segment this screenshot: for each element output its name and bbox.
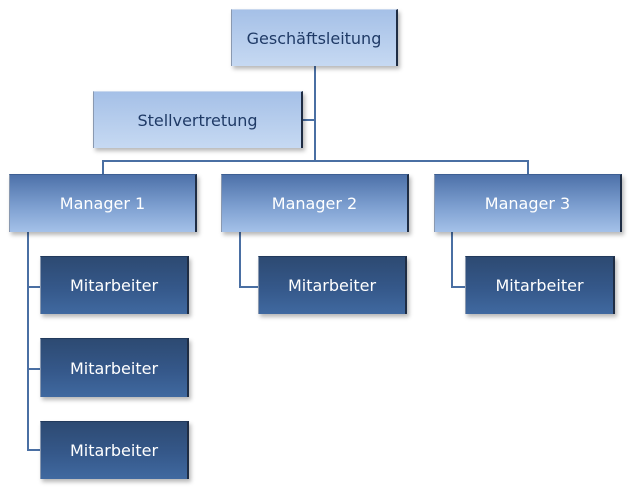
node-manager-2[interactable]: Manager 2 (221, 174, 409, 232)
connector-manager-3-employee-1 (451, 286, 465, 288)
node-label: Geschäftsleitung (246, 28, 382, 48)
connector-manager-1-employee-1 (27, 286, 40, 288)
connector-manager-1-employee-2 (27, 368, 40, 370)
connector-manager-2-spine (239, 232, 241, 288)
connector-bus (102, 160, 529, 162)
node-assistant[interactable]: Stellvertretung (93, 91, 303, 148)
node-manager-3[interactable]: Manager 3 (434, 174, 622, 232)
node-label: Mitarbeiter (69, 358, 159, 378)
node-label: Manager 2 (271, 194, 358, 213)
connector-trunk (314, 66, 316, 162)
node-label: Mitarbeiter (69, 276, 159, 295)
node-label: Mitarbeiter (69, 441, 159, 460)
node-label: Manager 1 (59, 194, 146, 213)
node-employee[interactable]: Mitarbeiter (258, 256, 407, 314)
node-manager-1[interactable]: Manager 1 (9, 174, 197, 232)
node-label: Manager 3 (484, 194, 571, 213)
node-label: Mitarbeiter (287, 276, 377, 295)
node-employee[interactable]: Mitarbeiter (40, 421, 189, 479)
node-label: Mitarbeiter (495, 276, 584, 295)
connector-drop-manager-3 (527, 160, 529, 174)
connector-drop-manager-1 (102, 160, 104, 174)
node-employee[interactable]: Mitarbeiter (40, 256, 189, 314)
connector-manager-1-spine (27, 232, 29, 451)
node-employee[interactable]: Mitarbeiter (40, 338, 189, 397)
node-label: Stellvertretung (137, 110, 258, 130)
connector-manager-1-employee-3 (27, 449, 40, 451)
connector-manager-2-employee-1 (239, 286, 258, 288)
connector-assistant (302, 119, 315, 121)
connector-manager-3-spine (451, 232, 453, 288)
node-executive[interactable]: Geschäftsleitung (231, 9, 398, 66)
node-employee[interactable]: Mitarbeiter (465, 256, 615, 314)
